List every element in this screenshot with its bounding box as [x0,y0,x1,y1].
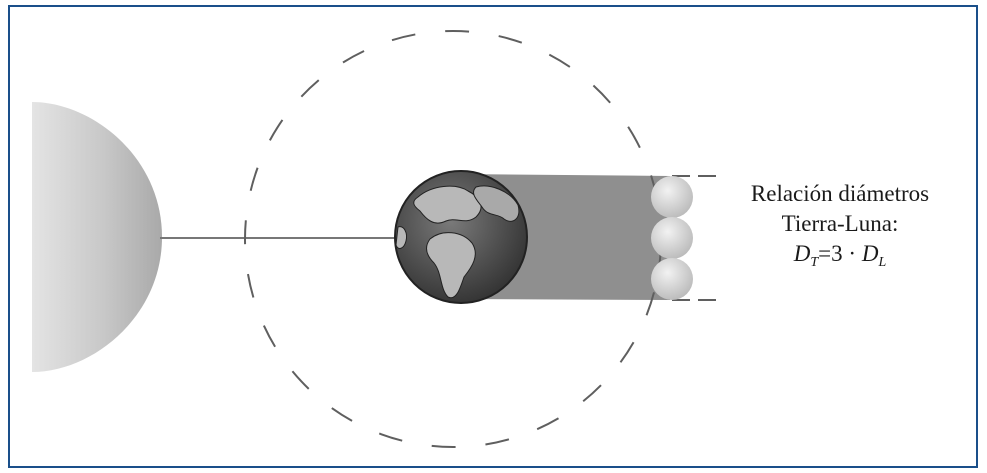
earth-icon [395,171,527,303]
formula-equals: = [818,241,831,266]
diameter-relation-caption: Relación diámetros Tierra-Luna: DT=3 · D… [725,179,955,269]
moon-icon [651,258,693,300]
diameter-formula: DT=3 · DL [725,239,955,269]
formula-earth-subscript: T [810,255,818,270]
caption-line-2: Tierra-Luna: [725,209,955,239]
figure-frame: Relación diámetros Tierra-Luna: DT=3 · D… [8,5,978,468]
formula-earth-symbol: D [794,241,811,266]
sun-icon [32,102,162,372]
moon-icon [651,176,693,218]
formula-moon-subscript: L [878,255,886,270]
caption-line-1: Relación diámetros [725,179,955,209]
formula-operator: · [848,241,856,266]
formula-moon-symbol: D [862,241,879,266]
moon-icon [651,217,693,259]
formula-factor: 3 [831,241,843,266]
